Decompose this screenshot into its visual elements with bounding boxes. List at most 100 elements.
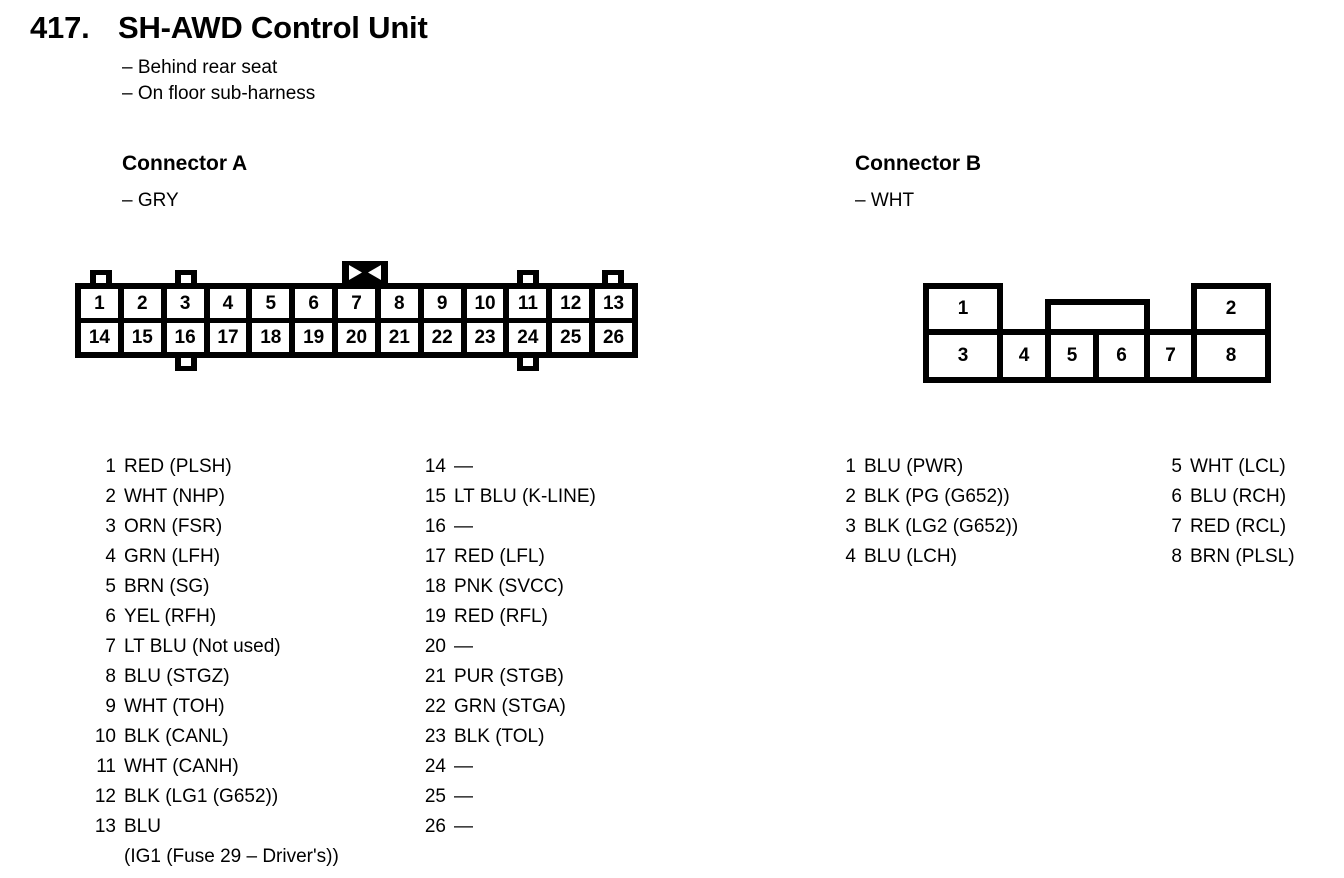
pin-description: — xyxy=(454,756,473,777)
pin-description: (IG1 (Fuse 29 – Driver's)) xyxy=(124,846,339,867)
pin-description: WHT (LCL) xyxy=(1190,456,1286,477)
pin-number: 6 xyxy=(105,606,116,627)
pin-list-item: 25— xyxy=(416,786,596,816)
pin-number: 23 xyxy=(424,726,446,747)
connector-a-pin-19-cell: 19 xyxy=(295,323,333,352)
connector-a-pin-2-cell: 2 xyxy=(123,289,161,318)
connector-a-pin-18-cell: 18 xyxy=(252,323,290,352)
pin-list-item: 12 BLK (LG1 (G652)) xyxy=(86,786,339,816)
connector-a-pin-14-cell: 14 xyxy=(81,323,118,352)
latch-tab-pin-1-icon xyxy=(90,270,112,283)
pin-number: 2 xyxy=(845,486,856,507)
page-title-text: SH-AWD Control Unit xyxy=(118,10,428,45)
pin-list-item: 21 PUR (STGB) xyxy=(416,666,596,696)
pin-description: LT BLU (K-LINE) xyxy=(454,486,596,507)
pin-description: — xyxy=(454,636,473,657)
latch-tab-pin-11-icon xyxy=(517,270,539,283)
pin-description: BLK (LG1 (G652)) xyxy=(124,786,279,807)
latch-tab-pin-16-icon xyxy=(175,358,197,371)
pin-number: 15 xyxy=(424,486,446,507)
page-header: 417. SH-AWD Control Unit – Behind rear s… xyxy=(30,10,428,107)
connector-b-pin-2-cell: 2 xyxy=(1191,283,1271,335)
pin-number: 2 xyxy=(105,486,116,507)
connector-a-pin-15-cell: 15 xyxy=(123,323,161,352)
pin-number: 14 xyxy=(424,456,446,477)
pin-description: WHT (TOH) xyxy=(124,696,225,717)
connector-a-pin-16-cell: 16 xyxy=(166,323,204,352)
page-title: 417. SH-AWD Control Unit xyxy=(30,10,428,46)
connector-a-pin-9-cell: 9 xyxy=(423,289,461,318)
location-note: – Behind rear seat xyxy=(122,57,278,78)
connector-a-pin-7-cell: 7 xyxy=(338,289,375,318)
pin-number: 7 xyxy=(105,636,116,657)
pin-number: 19 xyxy=(424,606,446,627)
pin-number: 22 xyxy=(424,696,446,717)
connector-b-pinout-diagram: 1 2 3 4 5 6 7 8 xyxy=(923,283,1271,383)
pin-number: 5 xyxy=(1171,456,1182,477)
pin-description: PUR (STGB) xyxy=(454,666,564,687)
pin-description: PNK (SVCC) xyxy=(454,576,564,597)
pin-list-item: 2 WHT (NHP) xyxy=(86,486,339,516)
pin-description: — xyxy=(454,456,473,477)
connector-a-pin-26-cell: 26 xyxy=(595,323,632,352)
pin-list-item: 7 RED (RCL) xyxy=(1152,516,1295,546)
pin-description: WHT (NHP) xyxy=(124,486,225,507)
pin-description: LT BLU (Not used) xyxy=(124,636,281,657)
pin-number: 17 xyxy=(424,546,446,567)
connector-b-pin-3-cell: 3 xyxy=(923,329,1003,383)
pin-number: 4 xyxy=(845,546,856,567)
pin-description: BRN (SG) xyxy=(124,576,210,597)
connector-b-pin-4-cell: 4 xyxy=(997,329,1051,383)
pin-number: 7 xyxy=(1171,516,1182,537)
connector-a-pin-3-cell: 3 xyxy=(166,289,204,318)
latch-tab-pin-24-icon xyxy=(517,358,539,371)
connector-b-body: 1 2 3 4 5 6 7 8 xyxy=(923,283,1271,383)
pin-description: — xyxy=(454,786,473,807)
keyway-bowtie-icon xyxy=(342,261,388,284)
pin-number: 1 xyxy=(105,456,116,477)
pin-description: — xyxy=(454,816,473,837)
pin-number: 24 xyxy=(424,756,446,777)
pin-description: BLK (CANL) xyxy=(124,726,229,747)
location-note: – On floor sub-harness xyxy=(122,83,316,104)
connector-b-heading: Connector B xyxy=(855,152,981,175)
connector-a-pin-6-cell: 6 xyxy=(295,289,333,318)
pin-description: BLK (LG2 (G652)) xyxy=(864,516,1019,537)
connector-b-color: – WHT xyxy=(855,190,915,211)
pin-list-item: 14 — xyxy=(416,456,596,486)
pin-number: 4 xyxy=(105,546,116,567)
connector-a-pin-22-cell: 22 xyxy=(423,323,461,352)
connector-b-pin-8-cell: 8 xyxy=(1191,329,1271,383)
latch-tab-pin-3-icon xyxy=(175,270,197,283)
pin-description: BLU (RCH) xyxy=(1190,486,1287,507)
pin-number: 20 xyxy=(424,636,446,657)
connector-b-pin-7-cell: 7 xyxy=(1144,329,1197,383)
connector-a-heading: Connector A xyxy=(122,152,248,175)
connector-a-color: – GRY xyxy=(122,190,179,211)
connector-b-pin-6-cell: 6 xyxy=(1093,329,1150,383)
pin-description: WHT (CANH) xyxy=(124,756,239,777)
pin-list-item: 16— xyxy=(416,516,596,546)
connector-a-pin-10-cell: 10 xyxy=(466,289,504,318)
pin-number: 13 xyxy=(94,816,116,837)
pin-description: RED (RCL) xyxy=(1190,516,1287,537)
pin-number: 12 xyxy=(94,786,116,807)
pin-description: RED (PLSH) xyxy=(124,456,232,477)
connector-a-pin-13-cell: 13 xyxy=(595,289,632,318)
pin-number: 21 xyxy=(424,666,446,687)
pin-number: 8 xyxy=(105,666,116,687)
pin-number: 26 xyxy=(424,816,446,837)
connector-b-pin-1-cell: 1 xyxy=(923,283,1003,335)
pin-description: BLK (TOL) xyxy=(454,726,545,747)
pin-list-item: 23 BLK (TOL) xyxy=(416,726,596,756)
connector-a-pin-11-cell: 11 xyxy=(509,289,547,318)
pin-list-item: (IG1 (Fuse 29 – Driver's)) xyxy=(86,846,339,876)
